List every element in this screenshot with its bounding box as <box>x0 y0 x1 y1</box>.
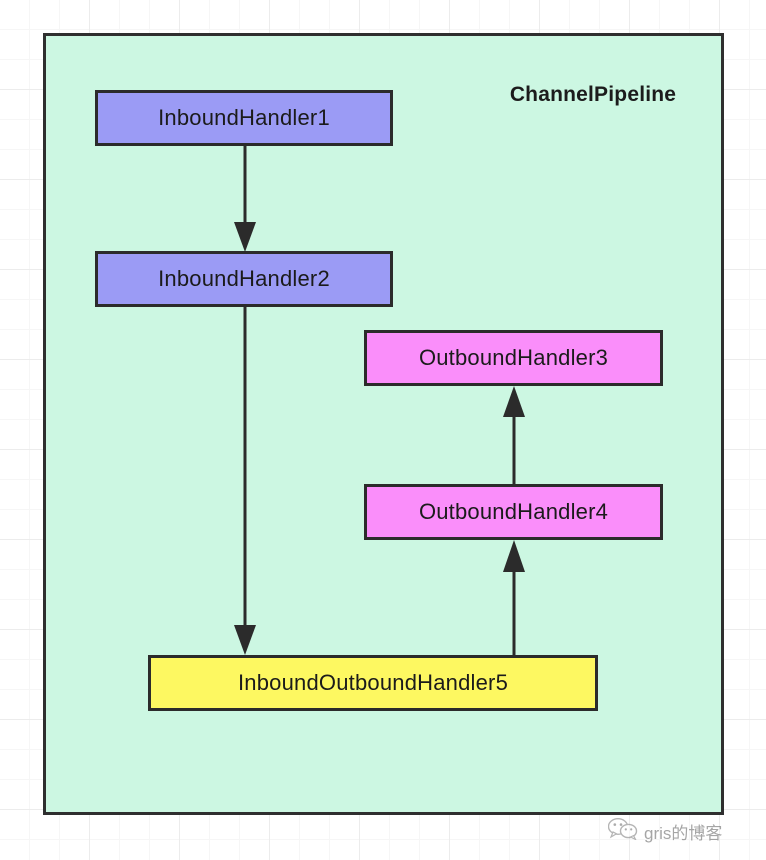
wechat-icon <box>607 817 638 845</box>
node-inbound-handler-2[interactable]: InboundHandler2 <box>95 251 393 307</box>
node-outbound-handler-4[interactable]: OutboundHandler4 <box>364 484 663 540</box>
arrow-outbound4-to-outbound3 <box>498 386 530 486</box>
watermark: gris的博客 <box>607 817 723 845</box>
node-inbound-handler-1[interactable]: InboundHandler1 <box>95 90 393 146</box>
node-inbound-outbound-handler-5[interactable]: InboundOutboundHandler5 <box>148 655 598 711</box>
watermark-text: gris的博客 <box>644 824 723 843</box>
arrow-inbound1-to-inbound2 <box>229 144 261 254</box>
node-outbound-handler-3[interactable]: OutboundHandler3 <box>364 330 663 386</box>
arrow-both5-to-outbound4 <box>498 540 530 657</box>
arrow-inbound2-to-both5 <box>229 305 261 657</box>
channel-pipeline-title: ChannelPipeline <box>509 83 677 106</box>
